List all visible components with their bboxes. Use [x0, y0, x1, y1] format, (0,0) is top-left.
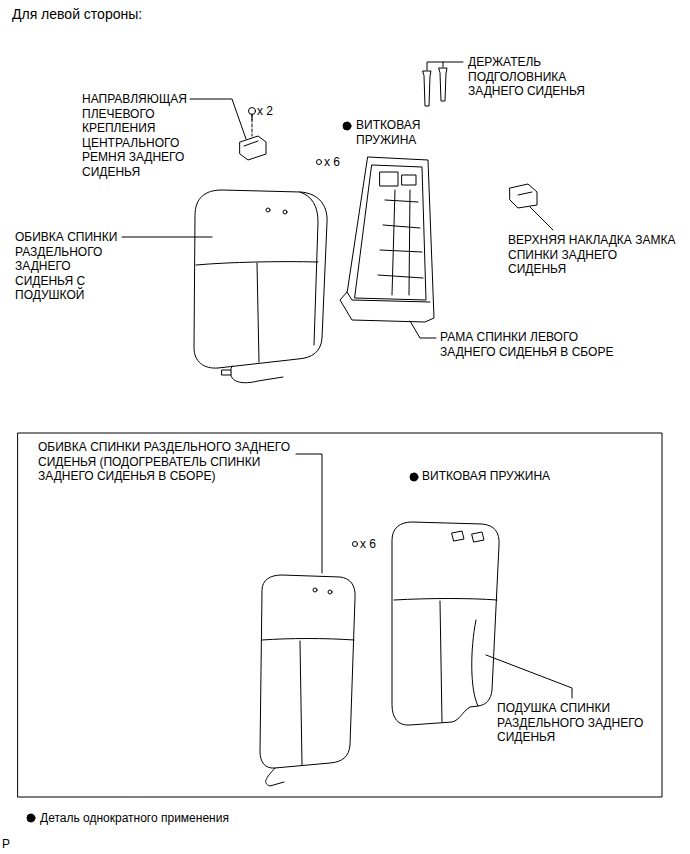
leader-line — [410, 321, 436, 338]
belt-guide — [240, 136, 266, 160]
seatback-pad — [452, 531, 464, 541]
headrest-holder — [423, 71, 431, 106]
seatback-cover-lower — [262, 639, 354, 641]
belt-guide — [244, 141, 258, 146]
leader-line — [122, 237, 212, 238]
page-title: Для левой стороны: — [12, 6, 142, 22]
seatback-cover-lower — [300, 641, 302, 765]
spring-symbol — [317, 160, 322, 165]
legend-text: Деталь однократного применения — [40, 811, 229, 826]
lock-cover — [510, 184, 537, 208]
figure-code: P — [2, 837, 22, 852]
spring-symbol — [353, 542, 358, 547]
part-label: НАПРАВЛЯЮЩАЯ ПЛЕЧЕВОГО КРЕПЛЕНИЯ ЦЕНТРАЛ… — [82, 92, 200, 179]
seatback-cover-lower — [328, 590, 332, 594]
seatback-frame — [392, 190, 410, 295]
seatback-cover-upper — [266, 208, 270, 212]
seatback-cover-lower — [266, 768, 284, 786]
part-label: ВИТКОВАЯ ПРУЖИНА — [422, 469, 572, 484]
lock-cover — [518, 192, 532, 195]
seatback-pad — [472, 620, 478, 706]
seatback-cover-upper — [230, 366, 283, 383]
part-label: ВИТКОВАЯ ПРУЖИНА — [356, 118, 446, 147]
part-label: x 6 — [360, 537, 390, 552]
seatback-cover-upper — [283, 210, 287, 214]
leader-line — [530, 207, 553, 230]
seatback-cover-lower — [313, 588, 317, 592]
seatback-frame — [380, 172, 398, 186]
part-label: ПОДУШКА СПИНКИ РАЗДЕЛЬНОГО ЗАДНЕГО СИДЕН… — [497, 701, 647, 745]
headrest-holder — [423, 68, 447, 106]
lock-cover — [510, 184, 537, 208]
inset-frame — [18, 433, 662, 797]
seatback-frame — [340, 157, 434, 322]
seatback-cover-upper — [222, 370, 231, 375]
part-label: РАМА СПИНКИ ЛЕВОГО ЗАДНЕГО СИДЕНЬЯ В СБО… — [440, 330, 615, 359]
seatback-cover-upper — [194, 190, 327, 383]
headrest-holder — [439, 68, 447, 101]
part-label: ДЕРЖАТЕЛЬ ПОДГОЛОВНИКА ЗАДНЕГО СИДЕНЬЯ — [468, 55, 608, 99]
belt-guide — [252, 114, 253, 120]
seatback-pad — [392, 522, 499, 725]
seatback-cover-upper — [194, 190, 327, 368]
leader-line — [296, 454, 322, 573]
seatback-cover-lower — [260, 575, 355, 768]
seatback-pad — [440, 601, 442, 722]
legend-dot — [27, 814, 35, 822]
leader-line — [486, 655, 572, 698]
seatback-pad — [392, 522, 499, 725]
spring-symbol — [410, 473, 418, 481]
part-label: x 2 — [257, 104, 297, 119]
seatback-frame — [355, 165, 426, 300]
leader-line — [190, 99, 246, 139]
belt-guide — [249, 108, 256, 115]
seatback-pad — [394, 599, 497, 601]
seatback-cover-lower — [260, 575, 355, 786]
part-label: ВЕРХНЯЯ НАКЛАДКА ЗАМКА СПИНКИ ЗАДНЕГО СИ… — [508, 233, 678, 277]
seatback-cover-upper — [257, 263, 259, 362]
part-label: ОБИВКА СПИНКИ РАЗДЕЛЬНОГО ЗАДНЕГО СИДЕНЬ… — [38, 440, 296, 484]
seatback-pad — [472, 532, 484, 542]
spring-symbol — [343, 122, 351, 130]
belt-guide — [252, 114, 253, 136]
seatback-frame — [402, 175, 416, 185]
leader-line — [296, 454, 572, 698]
seatback-frame — [340, 157, 434, 322]
seatback-frame — [347, 292, 430, 302]
spring-symbol — [353, 473, 419, 547]
seatback-cover-upper — [300, 192, 318, 345]
leader-line — [427, 62, 463, 70]
part-label: ОБИВКА СПИНКИ РАЗДЕЛЬНОГО ЗАДНЕГО СИДЕНЬ… — [15, 230, 123, 303]
part-label: x 6 — [324, 155, 354, 170]
seatback-frame — [378, 200, 423, 278]
